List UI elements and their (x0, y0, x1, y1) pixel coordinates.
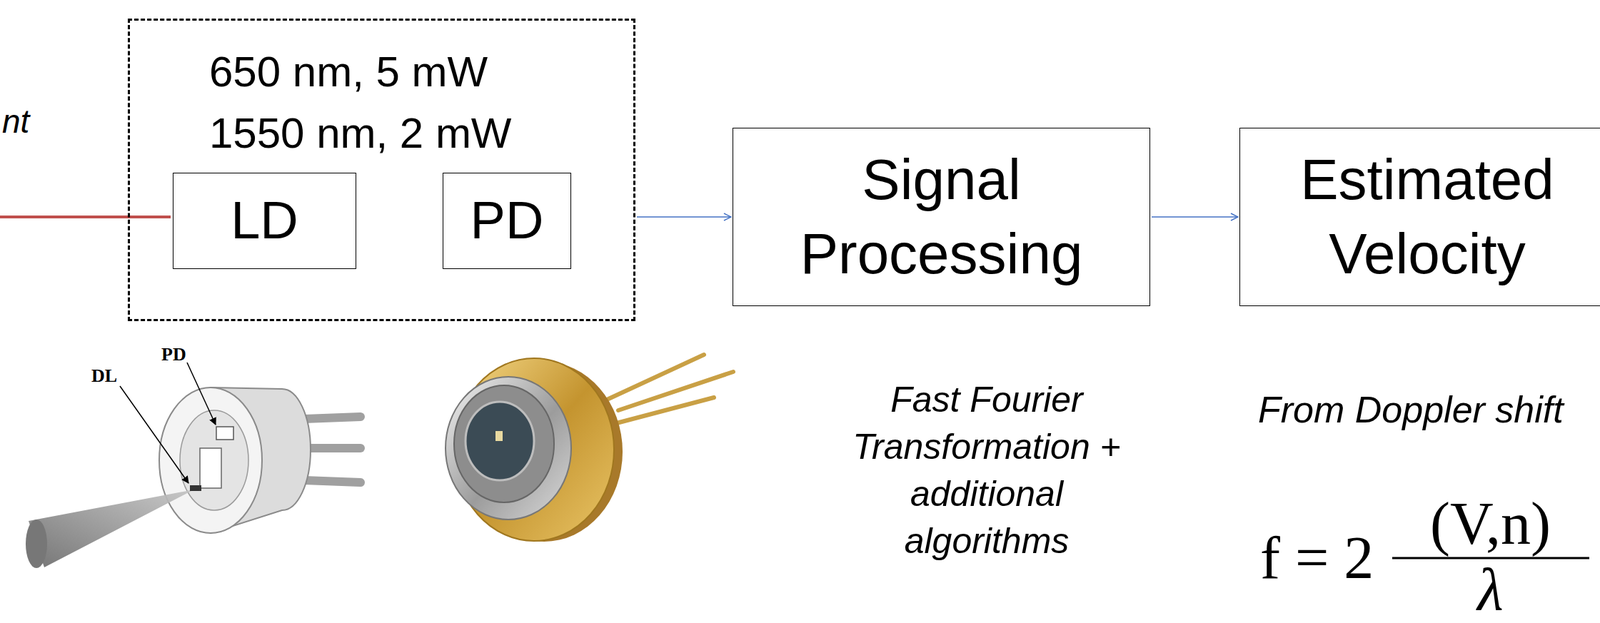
leader-line (187, 362, 216, 425)
laser-diode-schematic (25, 362, 361, 569)
leader-line (119, 386, 189, 484)
photodiode-box: PD (442, 172, 572, 270)
part-label: DL (91, 365, 118, 387)
output-box: Estimated Velocity (1239, 127, 1600, 307)
laser-diode-photo (445, 354, 734, 542)
laser-chip (189, 485, 202, 492)
flow-arrow (1151, 216, 1239, 218)
formula-text: f = 2 (1260, 529, 1374, 587)
fraction-bar (1392, 557, 1590, 560)
box-label: PD (470, 189, 545, 253)
photodiode-chip (216, 426, 234, 440)
heat-sink (199, 448, 222, 489)
can-recess (179, 410, 249, 511)
pin (618, 371, 734, 411)
chip-glint (495, 431, 503, 442)
laser-diode-box: LD (172, 172, 357, 270)
laser-beam-line (0, 215, 171, 219)
spec-text: 1550 nm, 2 mW (209, 107, 512, 160)
method-note: From Doppler shift (1258, 386, 1564, 434)
can-face (159, 387, 263, 534)
process-box: Signal Processing (732, 127, 1151, 307)
method-note: Fast Fourier Transformation + additional… (836, 376, 1137, 565)
cap (445, 376, 572, 520)
module-group: 650 nm, 5 mW 1550 nm, 2 mW LD PD (127, 18, 636, 322)
beam-end (25, 519, 48, 569)
box-label: Signal Processing (740, 142, 1143, 292)
emitted-beam (28, 489, 195, 568)
formula-denominator: λ (1388, 561, 1593, 619)
cap-ring (454, 385, 555, 503)
pin (608, 397, 714, 426)
cut-caption: nt (2, 99, 30, 143)
window (465, 401, 535, 481)
flow-arrow (636, 216, 732, 218)
box-label: LD (230, 189, 299, 253)
formula-numerator: (V,n) (1388, 494, 1593, 555)
box-label: Estimated Velocity (1247, 142, 1600, 292)
pin (606, 354, 704, 400)
part-label: PD (161, 344, 187, 366)
spec-text: 650 nm, 5 mW (209, 46, 488, 98)
